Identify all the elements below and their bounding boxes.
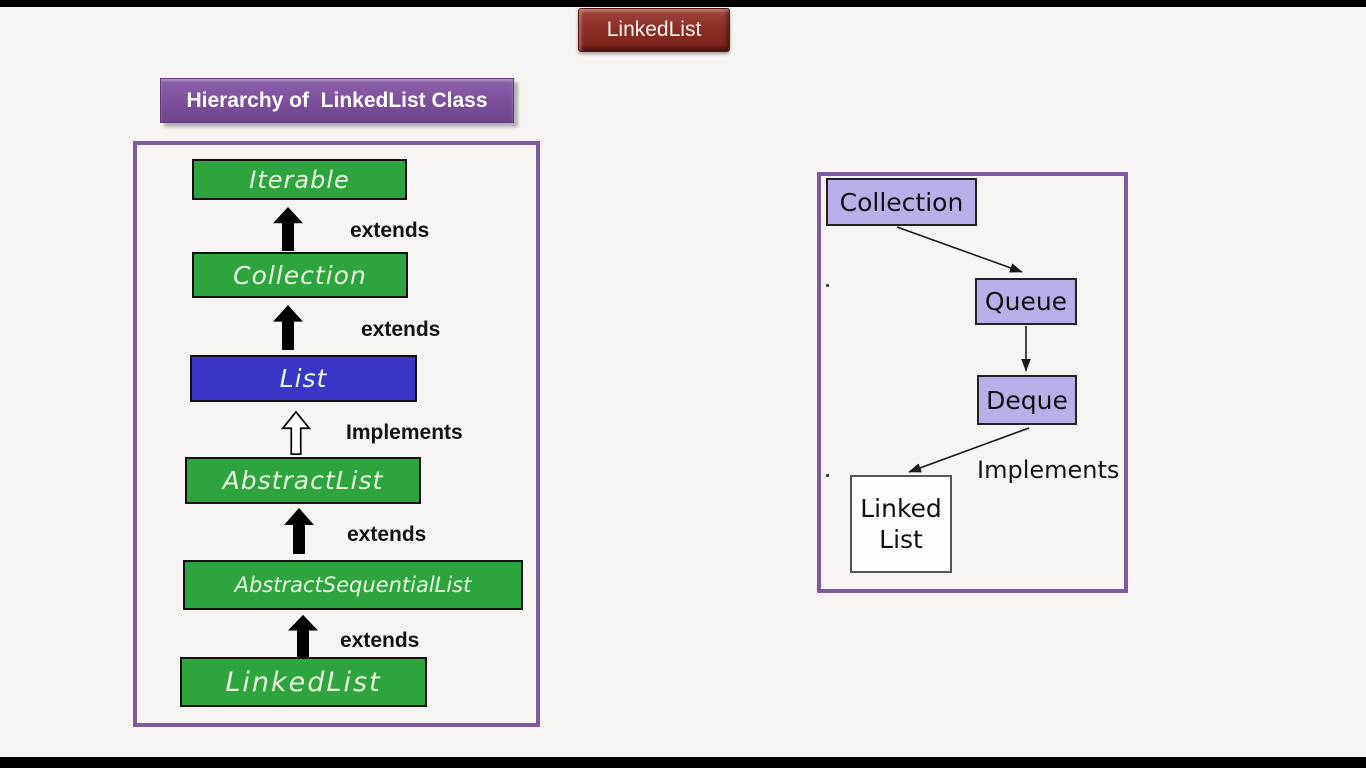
node-abstractlist: AbstractList (185, 457, 421, 504)
solid-up-arrow-icon (288, 614, 318, 658)
node-list-label: List (279, 364, 328, 393)
speck-artifact (826, 284, 829, 287)
top-letterbox-bar (0, 0, 1366, 7)
edge-label-implements-right: Implements (977, 456, 1120, 484)
node-iterable-label: Iterable (249, 165, 350, 194)
node-linkedlist-label: LinkedList (225, 666, 382, 698)
node-collection-interface-label: Collection (839, 187, 964, 217)
node-list: List (190, 355, 417, 402)
solid-up-arrow-icon (273, 304, 303, 351)
right-interface-panel: Collection Queue Deque Linked List Imple… (817, 172, 1128, 593)
linkedlist-title-button-label: LinkedList (606, 18, 702, 41)
speck-artifact (826, 474, 829, 477)
left-hierarchy-panel: Iterable extends Collection extends List… (133, 141, 540, 727)
node-collection-interface: Collection (826, 178, 977, 226)
linkedlist-title-button[interactable]: LinkedList (578, 8, 730, 52)
node-deque: Deque (977, 375, 1077, 425)
node-linkedlist: LinkedList (180, 657, 427, 707)
node-queue-label: Queue (984, 287, 1068, 316)
node-abstractsequentiallist: AbstractSequentialList (183, 560, 523, 610)
hierarchy-banner-title: Hierarchy of LinkedList Class (186, 88, 488, 112)
node-collection-label: Collection (233, 260, 367, 290)
edge-label-implements: Implements (346, 421, 463, 444)
edge-label-extends-1: extends (350, 219, 430, 242)
node-iterable: Iterable (192, 159, 407, 200)
edge-label-extends-3: extends (347, 523, 427, 546)
solid-up-arrow-icon (273, 206, 303, 252)
hierarchy-banner: Hierarchy of LinkedList Class (160, 78, 514, 123)
node-deque-label: Deque (986, 385, 1068, 415)
node-queue: Queue (975, 278, 1077, 325)
hollow-up-arrow-icon (280, 410, 312, 455)
edge-label-extends-2: extends (361, 318, 441, 341)
bottom-letterbox-bar (0, 757, 1366, 768)
solid-up-arrow-icon (284, 508, 314, 554)
node-linked-list: Linked List (850, 475, 952, 573)
node-linked-list-label: Linked List (860, 493, 942, 554)
connector-arrows (896, 226, 1031, 473)
node-collection: Collection (192, 252, 408, 298)
node-abstractlist-label: AbstractList (222, 466, 384, 495)
edge-label-extends-4: extends (340, 629, 420, 652)
node-abstractsequentiallist-label: AbstractSequentialList (234, 573, 472, 597)
